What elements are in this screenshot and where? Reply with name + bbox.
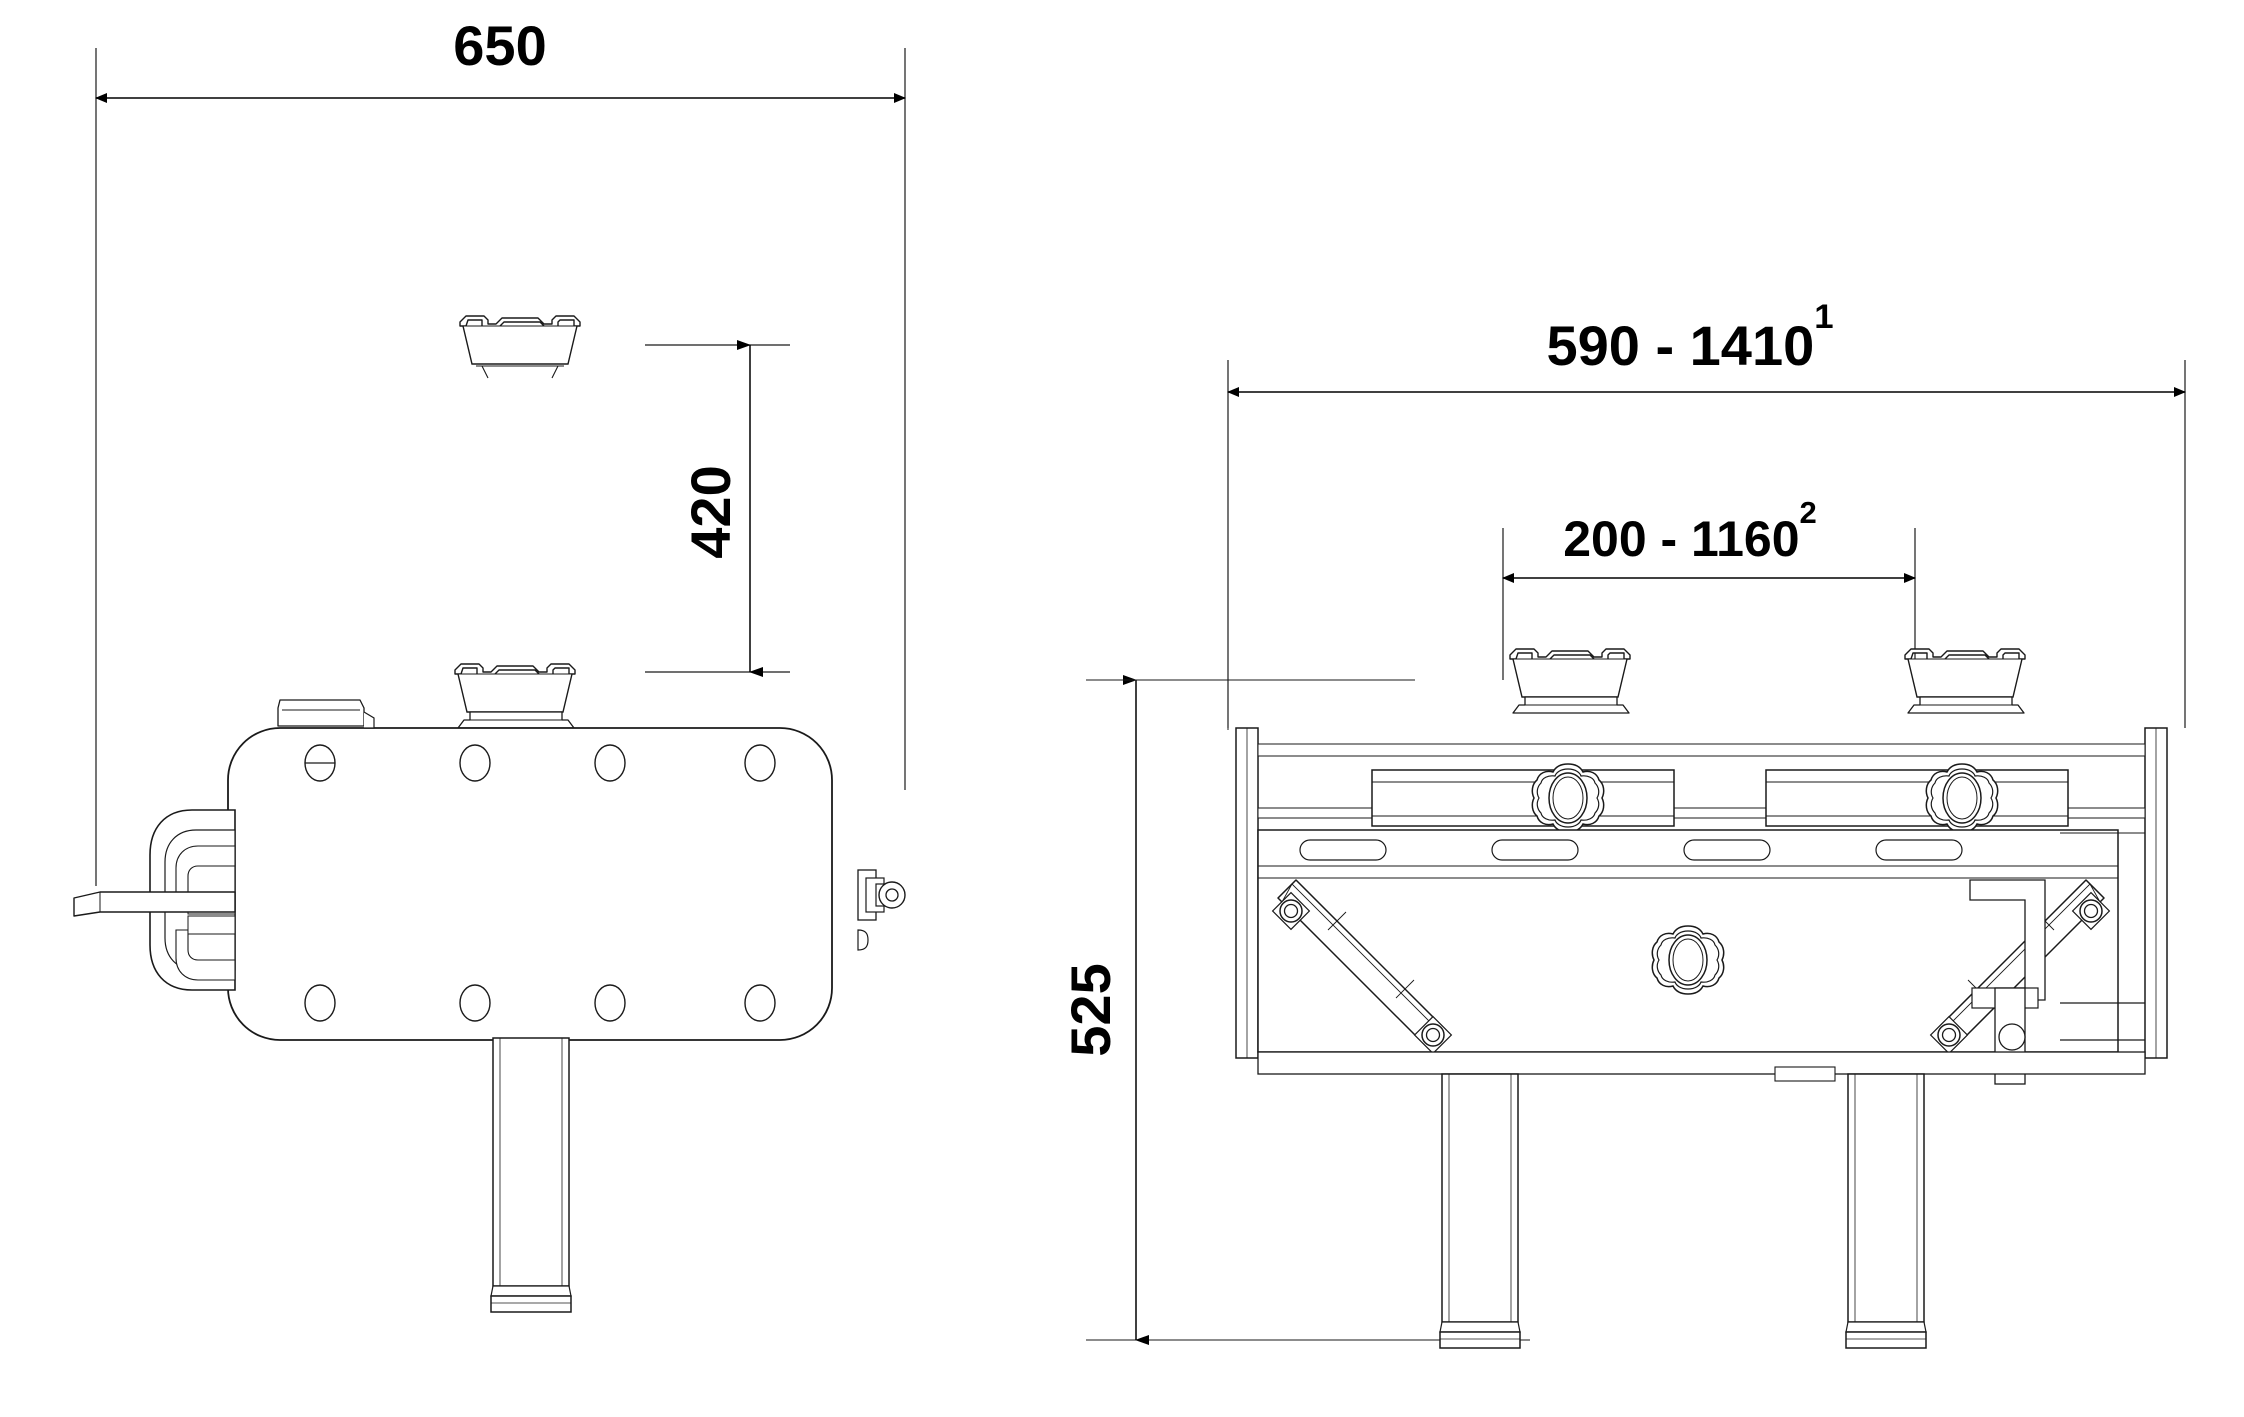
front-view-leg-left xyxy=(1439,1073,1521,1349)
right-extension-rails xyxy=(2060,832,2145,1041)
slider-carriage-left xyxy=(1371,763,1675,833)
top-edge-boss xyxy=(277,699,375,729)
dimension-420 xyxy=(645,340,790,677)
grease-nipple xyxy=(857,869,906,951)
left-end-plate xyxy=(1235,727,1259,1059)
left-view-support-leg xyxy=(490,1037,572,1313)
lower-rail-band xyxy=(1257,1051,2146,1082)
pad-cradle-right xyxy=(1904,648,2026,714)
slot-holes xyxy=(1299,839,1963,861)
dimension-label-525: 525 xyxy=(1059,963,1122,1056)
dimension-label-200-1160: 200 - 11602 xyxy=(1563,495,1817,568)
centerline-marks xyxy=(1100,645,1415,730)
front-view-leg-right xyxy=(1845,1073,1927,1349)
slider-carriage-right xyxy=(1765,763,2069,833)
dimension-label-420: 420 xyxy=(679,465,742,558)
right-end-plate xyxy=(2144,727,2168,1059)
handle-lever-assembly xyxy=(73,809,236,991)
dimension-650 xyxy=(95,48,906,886)
clamp-knob-left xyxy=(1531,763,1605,833)
dimension-200-1160 xyxy=(1502,528,1916,680)
upper-pad-cradle xyxy=(459,315,581,379)
center-adjust-knob xyxy=(1651,925,1725,995)
lower-pad-cradle xyxy=(454,663,576,729)
left-view-group xyxy=(73,48,906,1313)
clamp-knob-right xyxy=(1925,763,1999,833)
pad-cradle-left xyxy=(1509,648,1631,714)
dimension-label-650: 650 xyxy=(453,14,546,77)
right-view-group xyxy=(1086,360,2186,1349)
dimension-label-590-1410: 590 - 14101 xyxy=(1546,298,1833,377)
bolt-holes xyxy=(304,744,776,1022)
top-rail-beam xyxy=(1257,743,2146,819)
